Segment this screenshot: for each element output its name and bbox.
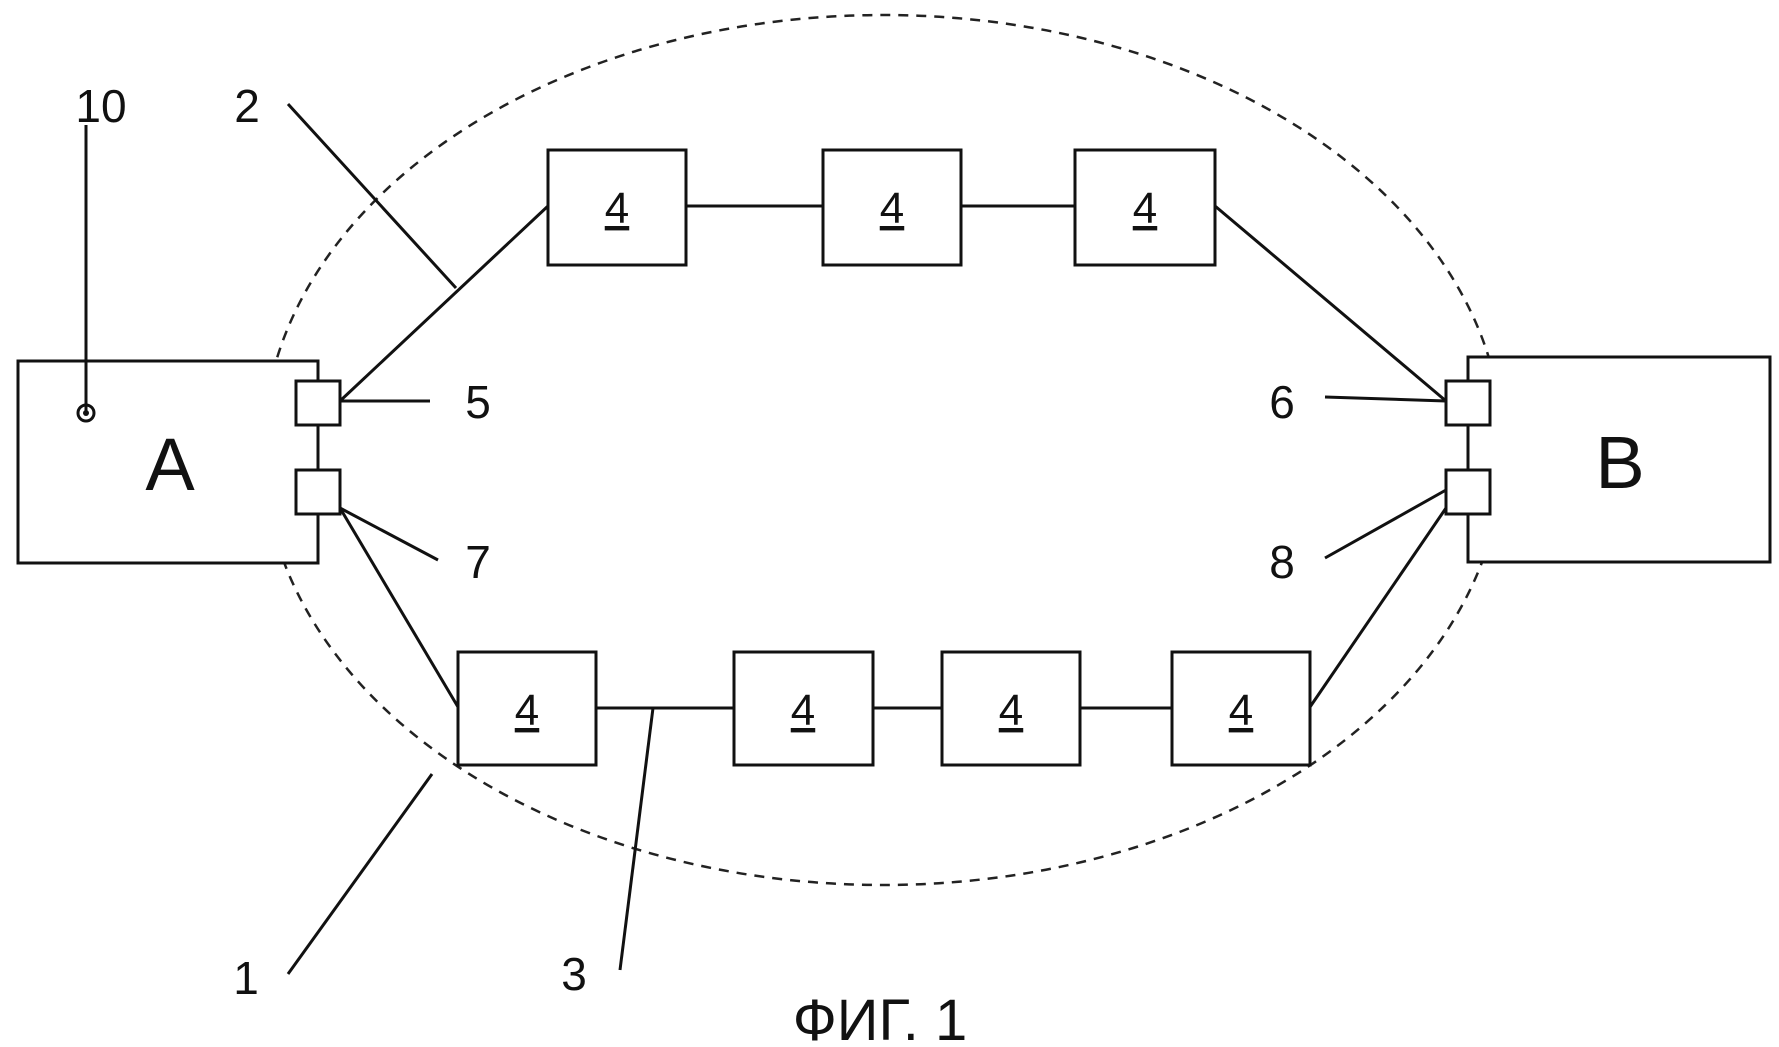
dashed-boundary-ellipse: [263, 15, 1503, 885]
figure-caption: ФИГ. 1: [793, 988, 968, 1047]
repeater-upper-3-label: 4: [1133, 184, 1157, 233]
repeater-lower-2-label: 4: [791, 686, 815, 735]
ref-6: 6: [1269, 376, 1295, 428]
ref-8: 8: [1269, 536, 1295, 588]
repeater-lower-4-label: 4: [1229, 686, 1253, 735]
lower-link-b: [1310, 508, 1446, 707]
port-5: [296, 381, 340, 425]
ref-7: 7: [465, 536, 491, 588]
leader-6: [1325, 397, 1446, 401]
node-b-label: B: [1595, 421, 1644, 504]
leader-3: [620, 708, 653, 970]
leader-8: [1325, 490, 1446, 558]
repeater-lower-3-label: 4: [999, 686, 1023, 735]
upper-link-a: [340, 206, 548, 401]
repeater-lower-1-label: 4: [515, 686, 539, 735]
leader-2: [288, 104, 456, 288]
node-a-label: A: [145, 423, 195, 506]
ref-3: 3: [561, 948, 587, 1000]
repeater-upper-2-label: 4: [880, 184, 904, 233]
ref-5: 5: [465, 376, 491, 428]
port-6: [1446, 381, 1490, 425]
port-7: [296, 470, 340, 514]
upper-link-b: [1215, 206, 1446, 401]
repeater-upper-1-label: 4: [605, 184, 629, 233]
ref-1: 1: [233, 952, 259, 1004]
leader-1: [288, 774, 432, 974]
ref-2: 2: [234, 80, 260, 132]
ref-10: 10: [75, 80, 126, 132]
port-8: [1446, 470, 1490, 514]
